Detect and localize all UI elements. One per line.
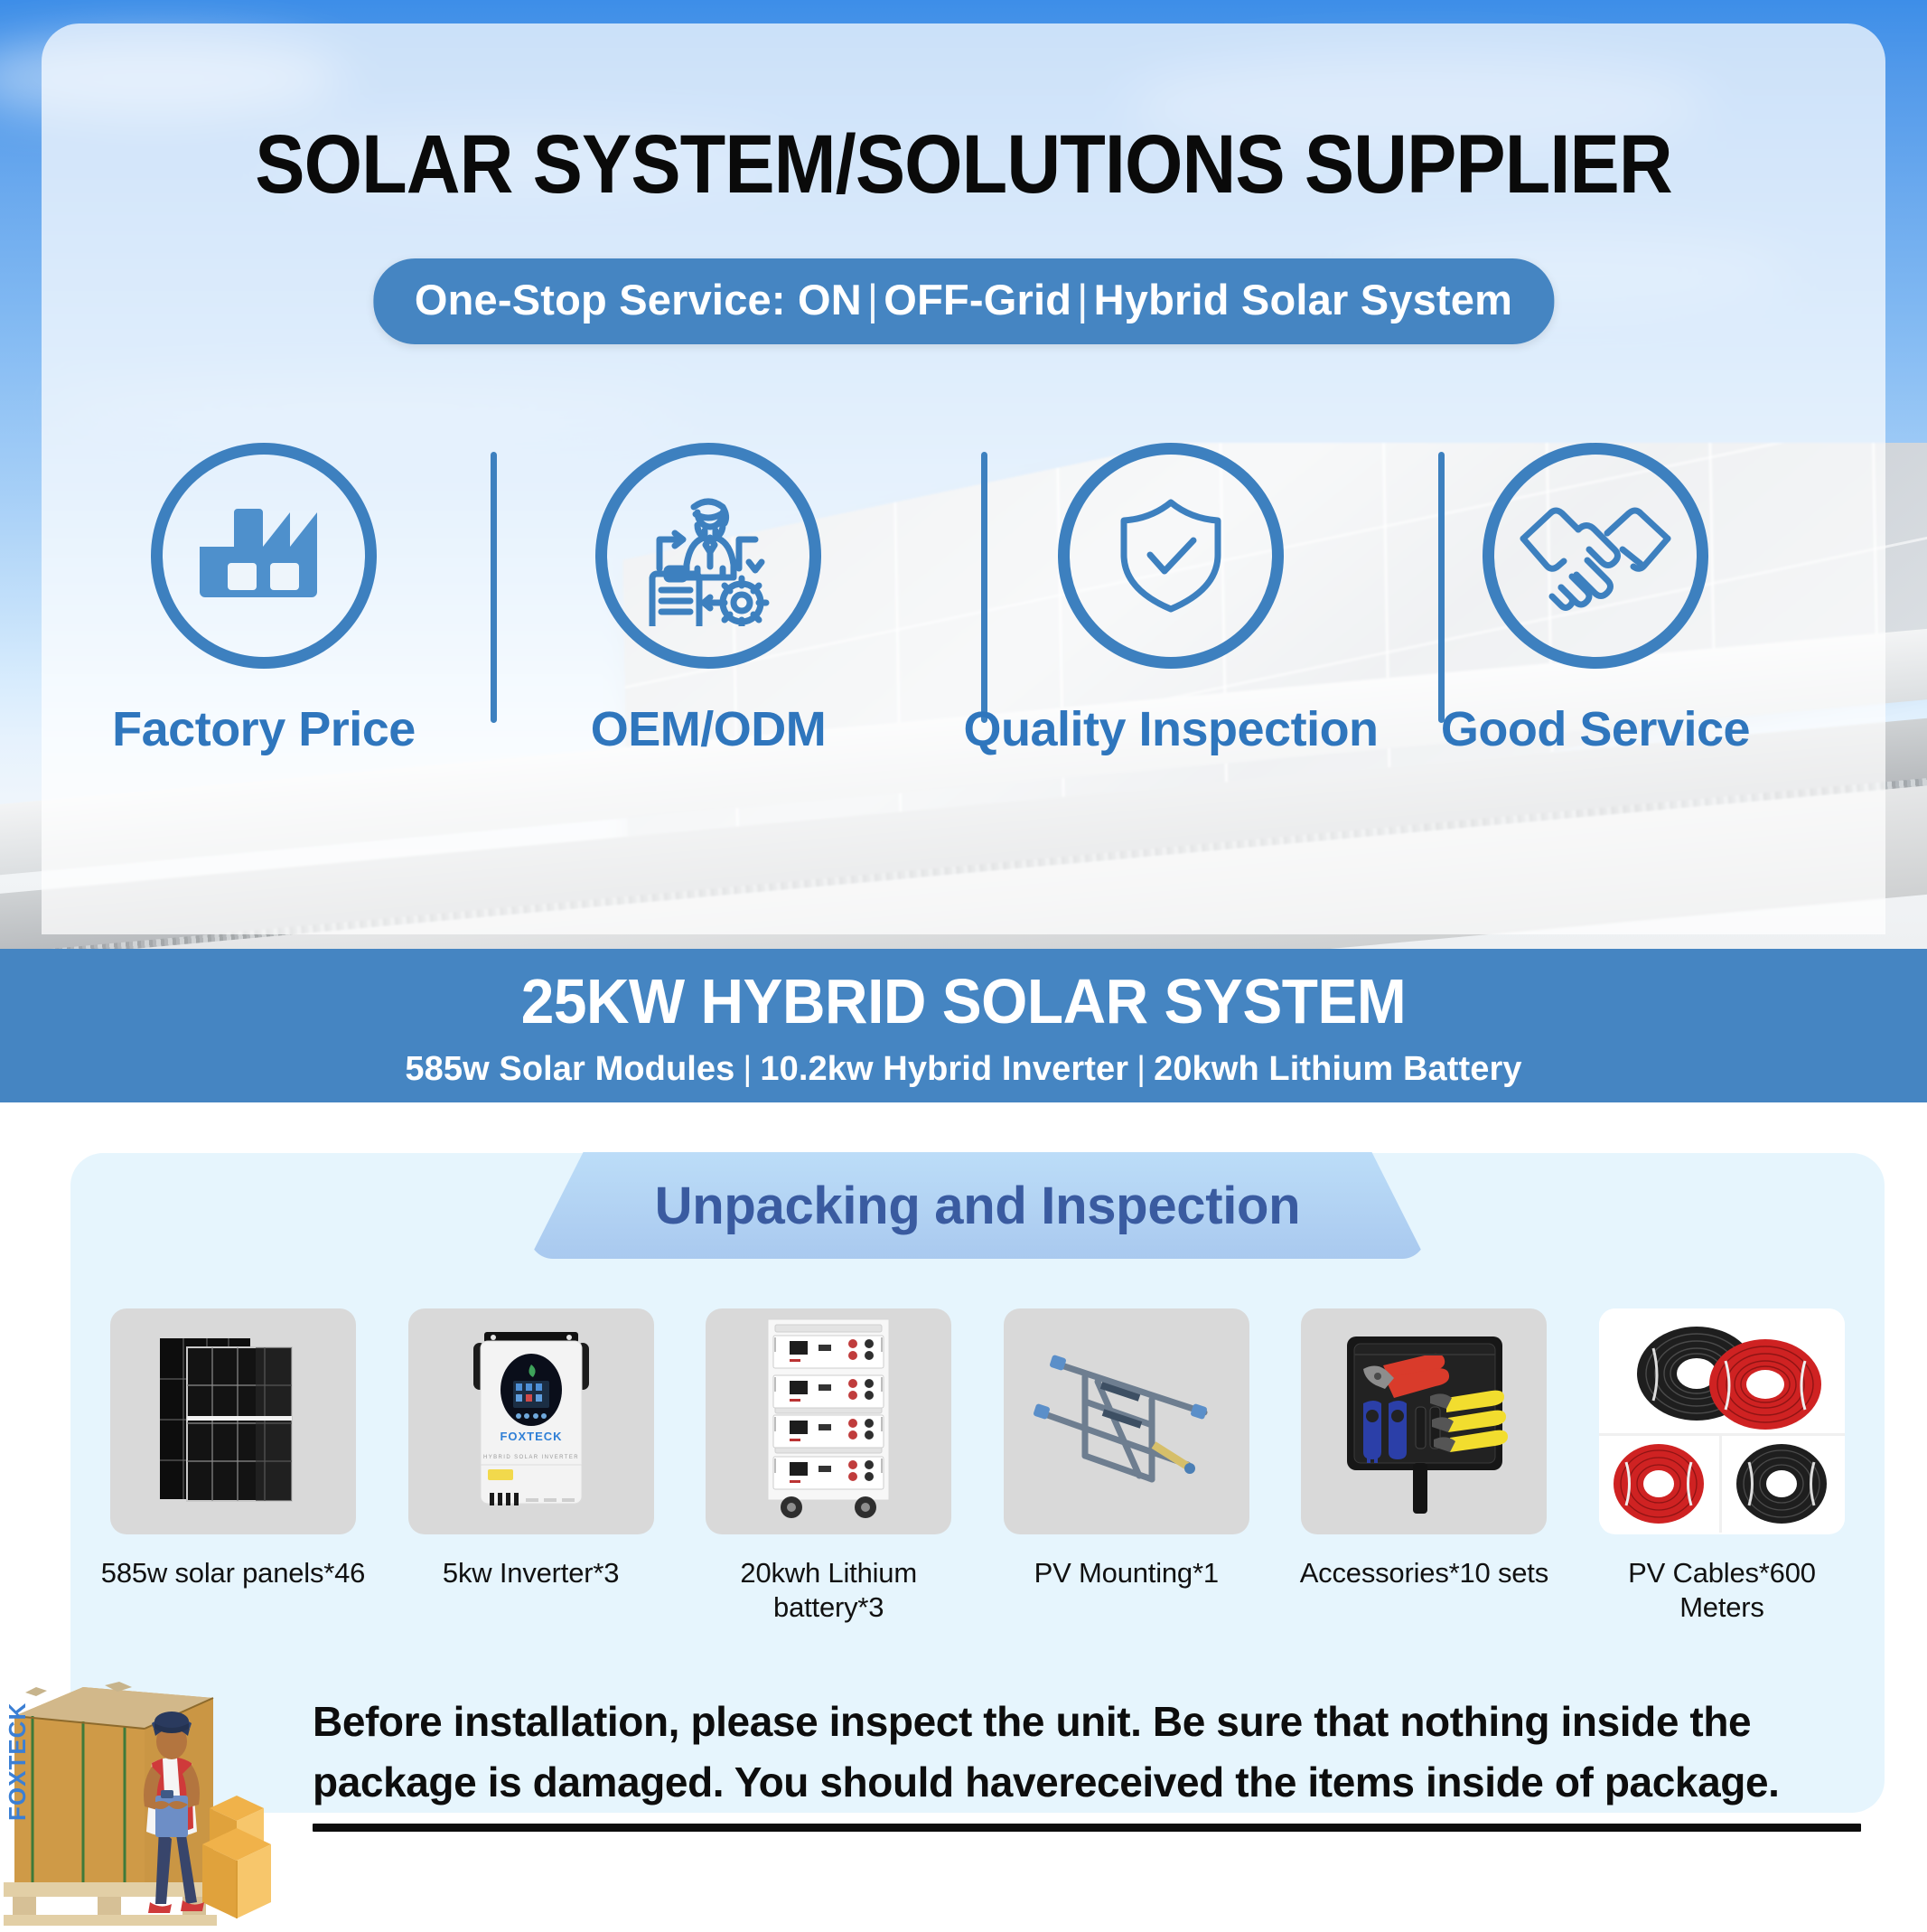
feature-divider (1438, 452, 1445, 723)
feature-icon-ring (595, 443, 821, 669)
spec-separator: | (743, 1050, 753, 1088)
shield-check-icon (1103, 488, 1239, 624)
product-banner: 25KW HYBRID SOLAR SYSTEM 585w Solar Modu… (0, 949, 1927, 1102)
one-stop-service-badge: One-Stop Service: ON|OFF-Grid|Hybrid Sol… (372, 258, 1555, 344)
badge-mid: OFF-Grid (884, 276, 1072, 324)
item-caption: 5kw Inverter*3 (442, 1557, 620, 1589)
feature-label: OEM/ODM (590, 702, 827, 756)
feature-factory-price: Factory Price (65, 443, 463, 840)
feature-quality-inspection: Quality Inspection (963, 443, 1379, 840)
badge-suffix: Hybrid Solar System (1093, 276, 1513, 324)
hybrid-inverter-photo: FOXTECK HYBRID SOLAR INVERTER (450, 1325, 613, 1519)
svg-text:FOXTECK: FOXTECK (500, 1430, 562, 1443)
hero-section: SOLAR SYSTEM/SOLUTIONS SUPPLIER One-Stop… (0, 0, 1927, 949)
spec-battery: 20kwh Lithium Battery (1154, 1050, 1522, 1088)
item-thumbnail (1598, 1308, 1845, 1534)
item-list: 585w solar panels*46 (98, 1308, 1857, 1623)
solar-panel-photo (147, 1329, 319, 1515)
item-thumbnail: FOXTECK HYBRID SOLAR INVERTER (407, 1308, 654, 1534)
feature-label: Good Service (1440, 702, 1751, 756)
pallet-brand-text: FOXTECK (4, 1702, 31, 1821)
feature-good-service: Good Service (1397, 443, 1794, 840)
inspection-note-line-1: Before installation, please inspect the … (313, 1698, 1752, 1745)
list-item: Accessories*10 sets (1288, 1308, 1559, 1590)
factory-icon (196, 500, 332, 612)
badge-separator: | (866, 276, 879, 324)
svg-text:HYBRID SOLAR INVERTER: HYBRID SOLAR INVERTER (483, 1455, 579, 1460)
item-caption: Accessories*10 sets (1299, 1557, 1549, 1589)
product-title: 25KW HYBRID SOLAR SYSTEM (520, 966, 1407, 1036)
unpacking-section: Unpacking and Inspection (70, 1152, 1885, 1813)
feature-label: Factory Price (112, 702, 416, 756)
pv-cable-coils-photo (1598, 1308, 1845, 1534)
spec-modules: 585w Solar Modules (405, 1050, 735, 1088)
item-thumbnail (706, 1308, 952, 1534)
handshake-icon (1516, 495, 1675, 616)
list-item: PV Cables*600 Meters (1586, 1308, 1857, 1625)
list-item: FOXTECK HYBRID SOLAR INVERTER 5kw Invert… (396, 1308, 667, 1590)
product-subtitle: 585w Solar Modules|10.2kw Hybrid Inverte… (0, 1050, 1927, 1089)
item-caption: PV Cables*600 Meters (1628, 1557, 1816, 1623)
list-item: 585w solar panels*46 (98, 1308, 369, 1590)
item-caption: PV Mounting*1 (1034, 1557, 1219, 1589)
badge-separator: | (1077, 276, 1089, 324)
section-heading: Unpacking and Inspection (654, 1176, 1301, 1235)
feature-icon-ring (1483, 443, 1708, 669)
feature-divider (491, 452, 497, 723)
tool-kit-photo (1327, 1322, 1521, 1521)
item-caption: 585w solar panels*46 (100, 1557, 366, 1589)
feature-icon-ring (151, 443, 377, 669)
feature-icon-ring (1058, 443, 1284, 669)
note-underline (313, 1824, 1861, 1832)
feature-oem-odm: OEM/ODM (510, 443, 907, 840)
feature-label: Quality Inspection (963, 702, 1379, 756)
list-item: PV Mounting*1 (991, 1308, 1262, 1590)
badge-prefix: One-Stop Service: ON (414, 276, 862, 324)
oem-odm-workflow-icon (632, 485, 784, 626)
item-thumbnail (110, 1308, 356, 1534)
section-heading-banner: Unpacking and Inspection (529, 1152, 1426, 1259)
spec-separator: | (1137, 1050, 1146, 1088)
inspection-note: Before installation, please inspect the … (313, 1692, 1848, 1812)
list-item: 20kwh Lithium battery*3 (693, 1308, 964, 1625)
spec-inverter: 10.2kw Hybrid Inverter (760, 1050, 1129, 1088)
battery-rack-photo (752, 1316, 905, 1528)
feature-divider (981, 452, 987, 723)
pallet-illustration: FOXTECK (0, 1676, 398, 1927)
item-caption: 20kwh Lithium battery*3 (740, 1557, 917, 1623)
item-thumbnail (1003, 1308, 1249, 1534)
page-title: SOLAR SYSTEM/SOLUTIONS SUPPLIER (255, 118, 1672, 211)
pv-mounting-bracket-photo (1027, 1329, 1226, 1515)
feature-row: Factory Price (42, 443, 1885, 840)
inspection-note-line-2: package is damaged. You should haverecei… (313, 1758, 1780, 1805)
item-thumbnail (1301, 1308, 1548, 1534)
